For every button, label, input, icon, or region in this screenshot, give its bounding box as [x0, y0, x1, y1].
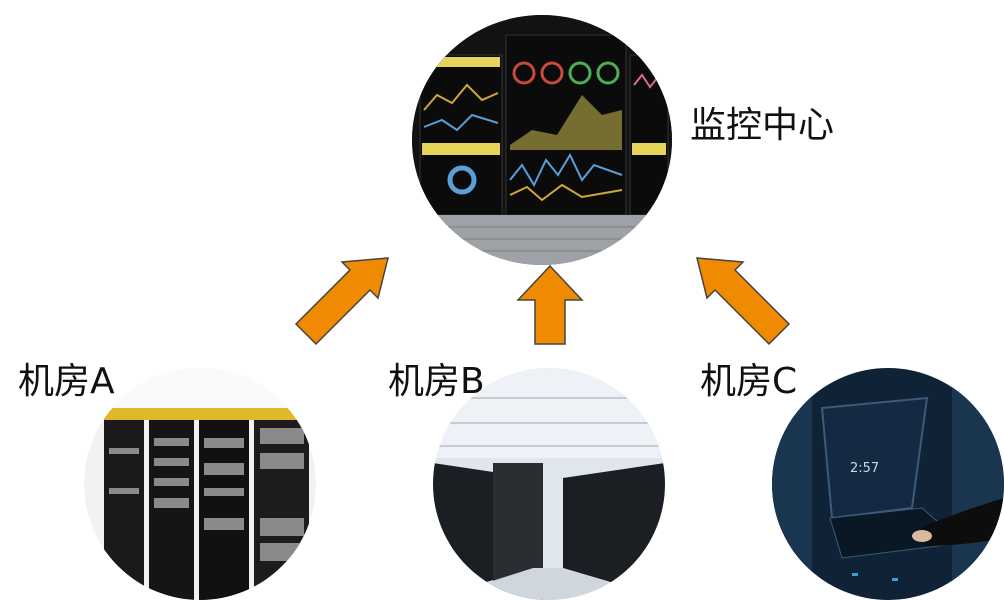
arrow-from-room-b	[516, 264, 584, 345]
room-c-image	[772, 368, 1004, 600]
room-b-image	[433, 368, 665, 600]
arrow-from-room-a	[294, 257, 389, 346]
monitoring-center-image	[412, 15, 672, 265]
room-c-label: 机房C	[700, 361, 798, 402]
laptop-screen-time: 2:57	[850, 461, 880, 476]
room-b-label: 机房B	[388, 361, 485, 402]
room-a-image	[84, 368, 316, 600]
arrow-from-room-c	[696, 257, 791, 346]
room-a-label: 机房A	[18, 361, 115, 402]
monitoring-center-label: 监控中心	[690, 105, 835, 146]
